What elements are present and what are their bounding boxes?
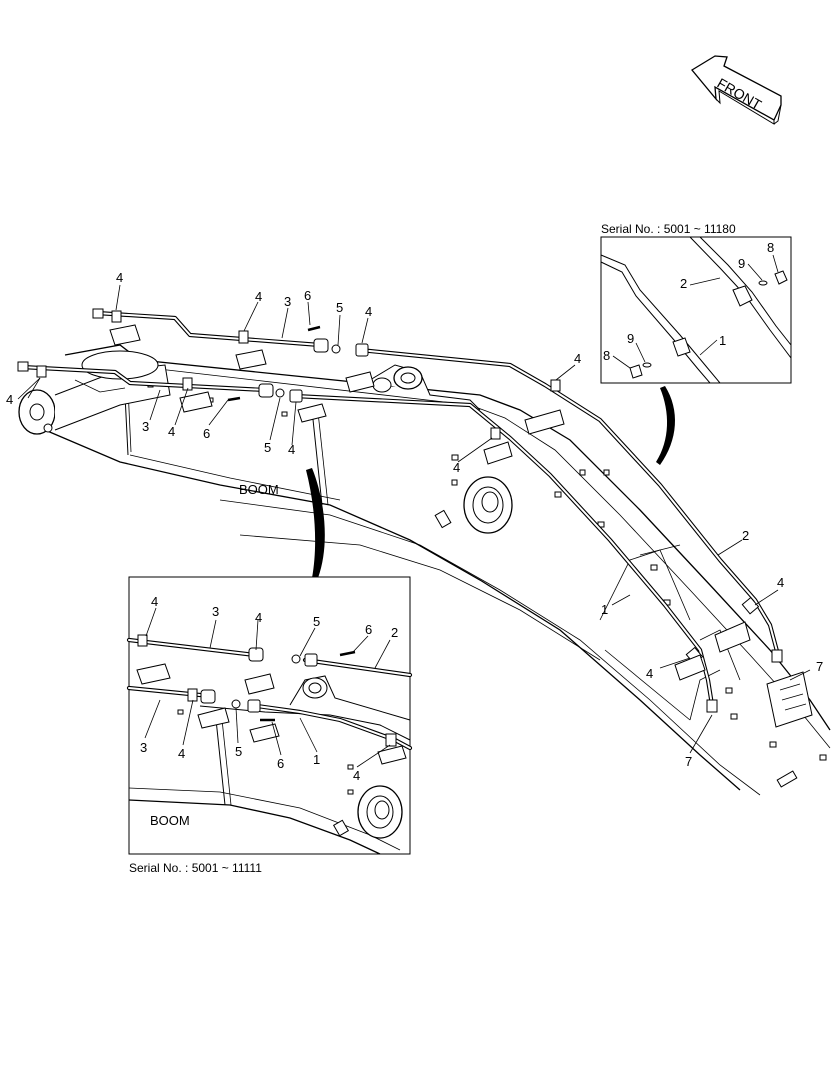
callout-4: 4	[353, 768, 360, 783]
main-callouts: 4 4 3 6 5 4 4 3 4 6 5 4 4 4 2 1 4 4 7 7	[6, 270, 823, 769]
callout-3: 3	[212, 604, 219, 619]
callout-4: 4	[116, 270, 123, 285]
callout-4: 4	[646, 666, 653, 681]
callout-4: 4	[255, 289, 262, 304]
callout-2: 2	[391, 625, 398, 640]
callout-4: 4	[255, 610, 262, 625]
callout-4: 4	[151, 594, 158, 609]
serial-number-bottom-inset: Serial No. : 5001 ~ 11111	[129, 861, 262, 875]
callout-4: 4	[365, 304, 372, 319]
callout-4: 4	[168, 424, 175, 439]
boom-label-main: BOOM	[239, 482, 279, 497]
callout-5: 5	[264, 440, 271, 455]
callout-8: 8	[767, 240, 774, 255]
bottom-inset-detail: 4 3 4 5 6 2 3 4 5 6 1 4 BOOM	[126, 576, 413, 855]
main-callout-leaders	[17, 284, 811, 754]
callout-4: 4	[574, 351, 581, 366]
callout-2: 2	[742, 528, 749, 543]
callout-9: 9	[627, 331, 634, 346]
callout-6: 6	[277, 756, 284, 771]
pipe-fittings	[17, 308, 813, 728]
callout-4: 4	[6, 392, 13, 407]
callout-6: 6	[365, 622, 372, 637]
serial-number-top-inset: Serial No. : 5001 ~ 11180	[601, 222, 736, 236]
callout-1: 1	[601, 602, 608, 617]
callout-1: 1	[313, 752, 320, 767]
callout-2: 2	[680, 276, 687, 291]
callout-3: 3	[140, 740, 147, 755]
callout-4: 4	[777, 575, 784, 590]
callout-3: 3	[142, 419, 149, 434]
callout-5: 5	[235, 744, 242, 759]
callout-6: 6	[304, 288, 311, 303]
callout-4: 4	[178, 746, 185, 761]
callout-5: 5	[336, 300, 343, 315]
pointer-arrow-top-inset	[656, 386, 676, 465]
callout-1: 1	[719, 333, 726, 348]
callout-9: 9	[738, 256, 745, 271]
callout-8: 8	[603, 348, 610, 363]
main-pipe-upper	[94, 310, 781, 658]
callout-4: 4	[453, 460, 460, 475]
pointer-arrow-bottom-inset	[306, 468, 325, 578]
callout-7: 7	[685, 754, 692, 769]
boom-label-inset: BOOM	[150, 813, 190, 828]
callout-6: 6	[203, 426, 210, 441]
front-arrow-icon: FRONT	[691, 55, 782, 125]
callout-4: 4	[288, 442, 295, 457]
callout-5: 5	[313, 614, 320, 629]
callout-3: 3	[284, 294, 291, 309]
top-inset-detail: 8 9 2 9 8 1	[600, 236, 792, 384]
callout-7: 7	[816, 659, 823, 674]
